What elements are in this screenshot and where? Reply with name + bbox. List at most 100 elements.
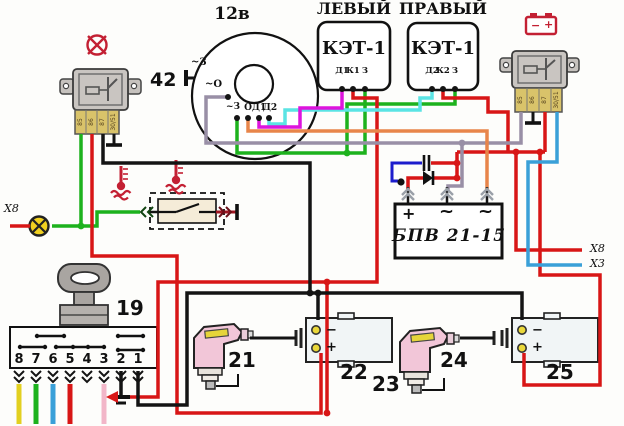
coil25-plus-terminal <box>516 342 527 353</box>
switch-pin-6: 6 <box>48 352 58 367</box>
pin-chevron-icon <box>64 376 76 384</box>
wire-green-to-thermal-switch <box>81 210 140 228</box>
relay-left <box>59 68 142 135</box>
wire-green-relay-left-85 <box>52 134 83 228</box>
switch-pin-3: 3 <box>99 352 109 367</box>
relay-left-term-86: 86 <box>87 118 95 126</box>
ket-left-name: КЭТ-1 <box>321 38 387 59</box>
junction-dot <box>512 148 520 156</box>
junction-dot <box>77 222 85 230</box>
wire-red-diode-out <box>433 152 459 180</box>
wire-red-ket-left-k1 <box>325 89 379 413</box>
switch-pin-1: 1 <box>133 352 143 367</box>
relay-left-term-85: 85 <box>76 118 84 126</box>
generator-terminal-d2: Д2 <box>262 103 278 113</box>
bpv-box <box>393 202 504 260</box>
item-19-label: 19 <box>116 296 144 320</box>
pin-chevron-icon <box>98 370 110 378</box>
switch-pin-4: 4 <box>82 352 92 367</box>
left-unit-title: ЛЕВЫЙ <box>316 0 392 18</box>
terminal-dot <box>440 86 446 92</box>
coil22-plus-sign: + <box>326 340 337 355</box>
terminal-dot <box>256 115 262 121</box>
generator-terminal-z-side: ~З <box>191 57 207 68</box>
generator-terminal-o-bottom: О <box>244 103 252 113</box>
connector-x3-right-label: X3 <box>590 257 605 270</box>
capacitor-ground-dot <box>397 178 405 186</box>
item-24-label: 24 <box>440 348 468 372</box>
terminal-dot <box>225 94 231 100</box>
terminal-dot <box>339 86 345 92</box>
battery-icon <box>524 13 558 36</box>
coil25-minus-sign: − <box>532 323 543 338</box>
bpv-ac2-sign: ~ <box>478 201 494 222</box>
junction-dot <box>343 149 351 157</box>
ket-left-terminal-z: З <box>361 66 369 76</box>
bpv-terminal-chevron-icon <box>480 187 494 196</box>
terminal-dot <box>362 86 368 92</box>
right-unit-title: ПРАВЫЙ <box>398 0 488 18</box>
pin-chevron-icon <box>30 376 42 384</box>
terminal-dot <box>350 86 356 92</box>
item-21-label: 21 <box>228 348 256 372</box>
junction-dot <box>453 159 461 167</box>
diode-icon <box>423 171 435 185</box>
item-42-label: 42 <box>150 69 177 91</box>
coil22-minus-sign: − <box>326 323 337 338</box>
pin-chevron-icon <box>81 376 93 384</box>
ket-left-terminal-k1: К1 <box>346 66 360 76</box>
wire-red-relay-left-86 <box>90 134 323 415</box>
terminal-dot <box>266 115 272 121</box>
lamp-x8-icon <box>28 215 50 237</box>
wire-cyan-d2 <box>267 89 434 126</box>
switch-contact-bars <box>20 334 143 352</box>
bpv-ac1-sign: ~ <box>439 201 455 222</box>
pin-chevron-icon <box>115 376 127 384</box>
generator-terminal-d1: Д1 <box>251 103 267 113</box>
wire-magenta-d1 <box>257 89 344 129</box>
red-arrow-pin3 <box>106 391 118 403</box>
junction-dot <box>458 139 466 147</box>
terminal-dot <box>429 86 435 92</box>
coil25-minus-terminal <box>516 324 527 335</box>
pin-chevron-icon <box>132 370 144 378</box>
junction-dot <box>306 289 314 297</box>
pin-chevron-icon <box>13 376 25 384</box>
pin-chevron-icon <box>30 370 42 378</box>
relay-right-term-3051: 30/51 <box>552 91 560 109</box>
ket-left-terminal-d1: Д1 <box>335 66 349 76</box>
crossed-lamp-icon <box>86 34 108 56</box>
pin-chevron-icon <box>47 370 59 378</box>
pin-chevron-icon <box>81 370 93 378</box>
pin-chevron-icon <box>98 376 110 384</box>
junction-dot <box>536 148 544 156</box>
wire-orange-o <box>246 118 489 192</box>
bpv-terminal-chevron-icon <box>401 187 415 196</box>
junction-dot <box>314 289 322 297</box>
wire-black-relay-left-87 <box>101 134 312 293</box>
bpv-terminal-chevron-icon <box>480 192 494 201</box>
relay-left-term-3051: 30/51 <box>109 113 117 131</box>
ignition-switch <box>9 263 158 369</box>
terminal-dot <box>245 115 251 121</box>
bpv-terminal-chevron-icon <box>440 192 454 201</box>
relay-right <box>499 50 580 113</box>
bpv-name: БПВ 21-15 <box>391 226 507 246</box>
switch-pin-7: 7 <box>31 352 41 367</box>
terminal-dot <box>234 115 240 121</box>
wire-black-ground-bus <box>136 291 524 407</box>
pin-chevron-icon <box>13 370 25 378</box>
coil22-minus-terminal <box>310 324 321 335</box>
pin-chevron-icon <box>115 370 127 378</box>
ignition-coil-25 <box>492 312 599 368</box>
bpv-terminal-chevron-icon <box>440 187 454 196</box>
thermometer-icon-switch <box>164 158 187 195</box>
wire-blue-capacitor <box>390 161 422 183</box>
coil22-plus-terminal <box>310 342 321 353</box>
pin-chevron-icon <box>132 376 144 384</box>
item-23-label: 23 <box>372 372 400 396</box>
item-22-label: 22 <box>340 360 368 384</box>
wire-red-ket-right-k2 <box>441 89 510 152</box>
junction-dot <box>453 174 461 182</box>
